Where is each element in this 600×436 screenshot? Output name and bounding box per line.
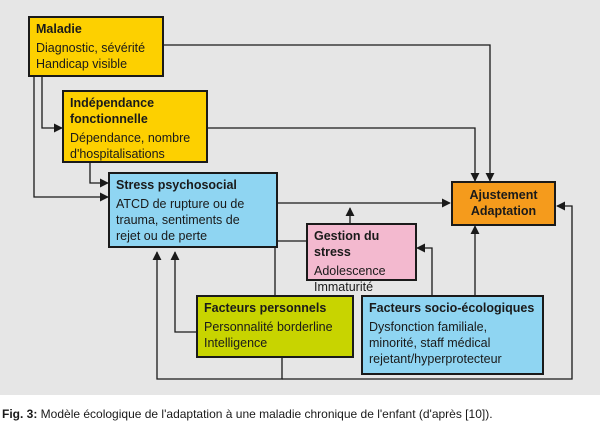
arrow-socio-loop (282, 201, 573, 380)
box-personnels-title: Facteurs personnels (204, 301, 327, 315)
box-independance-title-1: Indépendance (70, 96, 155, 110)
box-socio-line-1: Dysfonction familiale, (369, 320, 488, 334)
box-personnels-line-1: Personnalité borderline (204, 320, 333, 334)
box-maladie-line-2: Handicap visible (36, 57, 128, 71)
figure-caption: Fig. 3: Modèle écologique de l'adaptatio… (2, 407, 598, 421)
arrow-maladie-ajustement (164, 44, 495, 182)
box-ajustement-line-1: Ajustement (469, 188, 538, 202)
box-gestion-title: Gestion du stress (314, 229, 380, 259)
box-ajustement-line-2: Adaptation (470, 204, 537, 218)
caption-text: Modèle écologique de l'adaptation à une … (37, 407, 493, 421)
arrow-personnels-stress (170, 251, 196, 333)
box-gestion-line-1: Adolescence (314, 264, 386, 278)
box-socio-line-3: rejetant/hyperprotecteur (369, 352, 502, 366)
box-gestion-line-2: Immaturité (314, 280, 374, 294)
box-independance-line-2: d'hospitalisations (70, 147, 165, 161)
box-socio-line-2: minorité, staff médical (369, 336, 491, 350)
arrow-socio-gestion (416, 243, 433, 295)
box-gestion: Gestion du stress Adolescence Immaturité (306, 223, 417, 294)
arrow-independance-stress (89, 163, 109, 188)
box-stress-line-2: trauma, sentiments de (116, 213, 240, 227)
box-personnels-line-2: Intelligence (204, 336, 268, 350)
box-independance-line-1: Dépendance, nombre (70, 131, 191, 145)
box-maladie-title: Maladie (36, 22, 82, 36)
box-personnels: Facteurs personnels Personnalité borderl… (196, 295, 354, 358)
box-ajustement: Ajustement Adaptation (451, 181, 556, 226)
box-socio: Facteurs socio-écologiques Dysfonction f… (361, 295, 544, 375)
box-stress-line-3: rejet ou de perte (116, 229, 208, 243)
box-independance-title-2: fonctionnelle (70, 112, 148, 126)
box-stress-title: Stress psychosocial (116, 178, 237, 192)
box-independance: Indépendance fonctionnelle Dépendance, n… (62, 90, 208, 163)
diagram: Maladie Diagnostic, sévérité Handicap vi… (0, 0, 600, 395)
box-socio-title: Facteurs socio-écologiques (369, 301, 535, 315)
arrow-maladie-stress (33, 77, 109, 202)
caption-label: Fig. 3: (2, 407, 38, 421)
box-stress: Stress psychosocial ATCD de rupture ou d… (108, 172, 278, 248)
arrow-independance-ajustement (208, 127, 480, 182)
arrow-personnels-loop (152, 251, 283, 380)
box-maladie: Maladie Diagnostic, sévérité Handicap vi… (28, 16, 164, 77)
arrow-maladie-independance (41, 77, 63, 133)
box-stress-line-1: ATCD de rupture ou de (116, 197, 245, 211)
connectors (33, 44, 573, 380)
box-maladie-line-1: Diagnostic, sévérité (36, 41, 146, 55)
